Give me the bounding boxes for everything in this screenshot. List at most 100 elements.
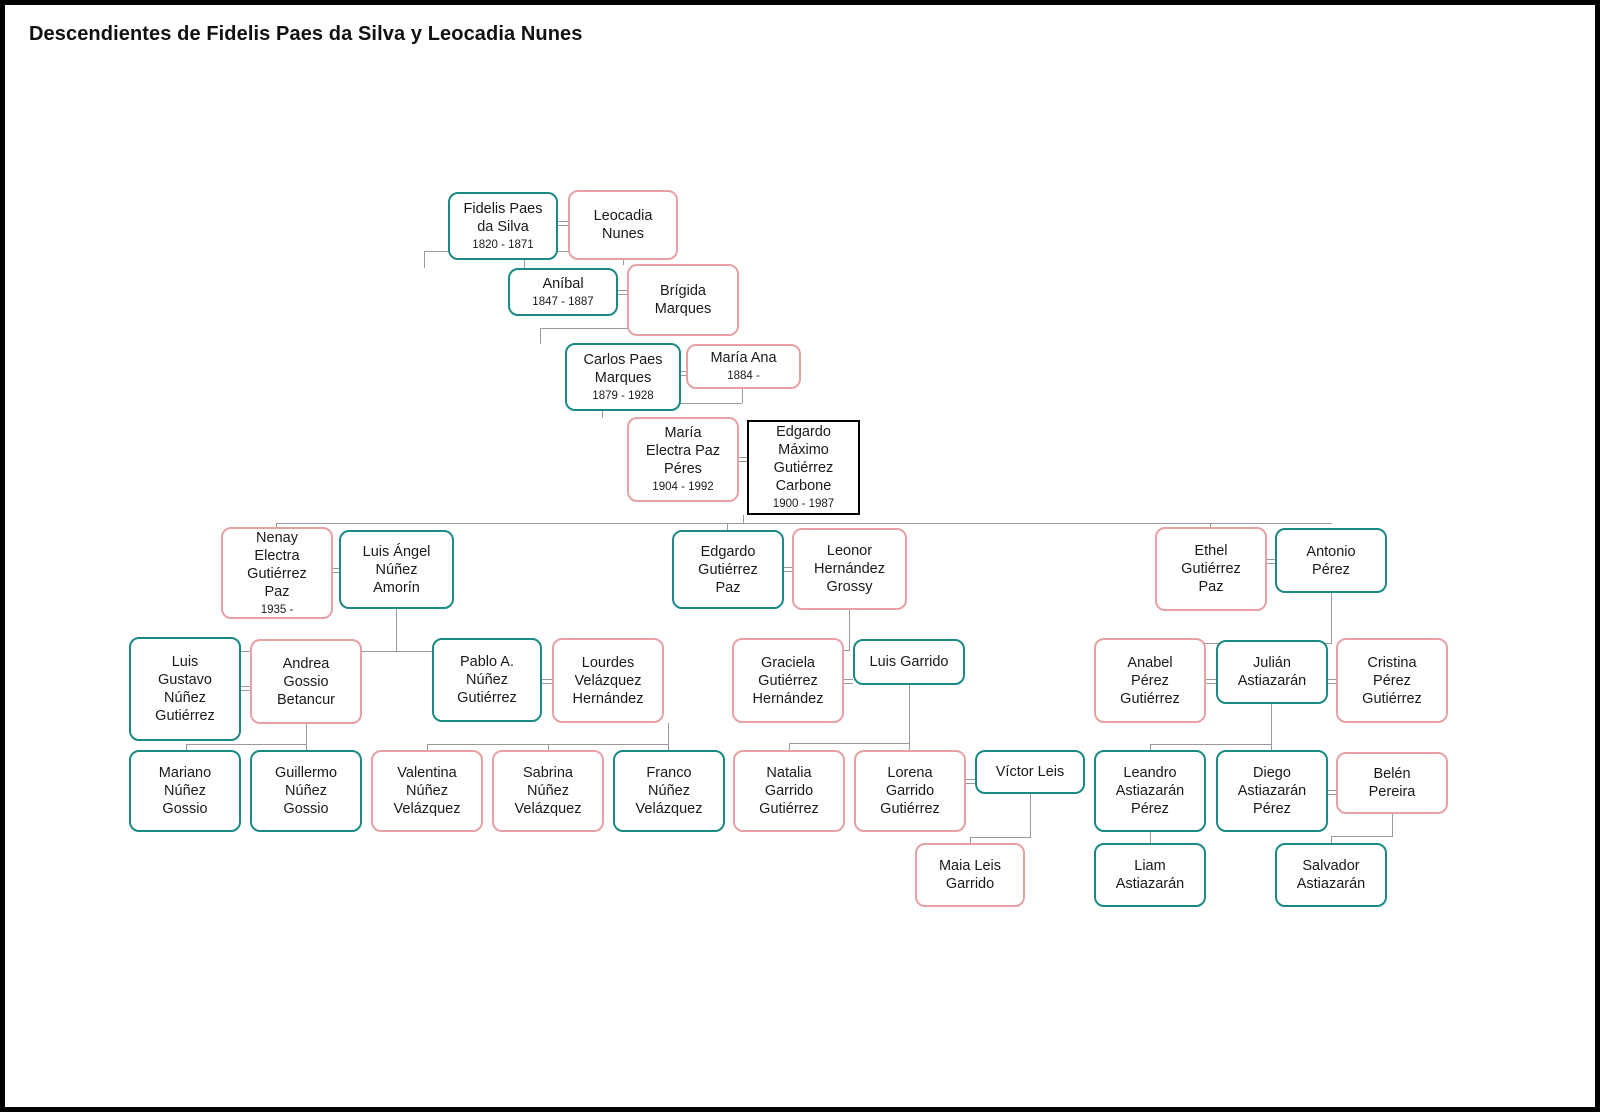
connector-line xyxy=(1150,744,1272,745)
person-dates: 1879 - 1928 xyxy=(592,389,654,402)
person-node-luisangel[interactable]: Luis Ángel Núñez Amorín xyxy=(339,530,454,609)
person-name: Lorena Garrido Gutiérrez xyxy=(880,765,940,817)
person-node-mariano[interactable]: Mariano Núñez Gossio xyxy=(129,750,241,832)
person-name: Guillermo Núñez Gossio xyxy=(274,765,338,817)
spouse-link xyxy=(784,567,792,572)
connector-line xyxy=(1331,593,1332,643)
person-name: Franco Núñez Velázquez xyxy=(635,765,703,817)
connector-line xyxy=(1150,832,1151,844)
person-dates: 1935 - xyxy=(260,603,294,616)
person-node-lorena[interactable]: Lorena Garrido Gutiérrez xyxy=(854,750,966,832)
person-name: Aníbal xyxy=(542,275,584,292)
person-dates: 1904 - 1992 xyxy=(652,481,714,493)
spouse-link xyxy=(966,779,975,784)
person-node-guillermo[interactable]: Guillermo Núñez Gossio xyxy=(250,750,362,832)
connector-line xyxy=(1392,814,1393,836)
person-node-luisgar[interactable]: Luis Garrido xyxy=(853,639,965,685)
connector-line xyxy=(970,837,971,845)
connector-line xyxy=(276,523,277,528)
connector-line xyxy=(540,328,541,344)
person-name: Pablo A. Núñez Gutiérrez xyxy=(457,654,517,706)
connector-line xyxy=(427,744,428,754)
connector-line xyxy=(970,837,1031,838)
connector-line xyxy=(789,743,910,744)
person-node-anabel[interactable]: Anabel Pérez Gutiérrez xyxy=(1094,638,1206,723)
person-node-graciela[interactable]: Graciela Gutiérrez Hernández xyxy=(732,638,844,723)
person-name: Andrea Gossio Betancur xyxy=(276,655,336,708)
person-node-antonio[interactable]: Antonio Pérez xyxy=(1275,528,1387,593)
connector-line xyxy=(186,744,187,754)
person-node-leocadia[interactable]: Leocadia Nunes xyxy=(568,190,678,260)
person-name: Leocadia Nunes xyxy=(593,208,653,242)
person-node-brigida[interactable]: Brígida Marques xyxy=(627,264,739,336)
person-name: Belén Pereira xyxy=(1368,766,1416,800)
person-name: Cristina Pérez Gutiérrez xyxy=(1362,654,1422,707)
connector-line xyxy=(186,744,306,745)
person-name: Fidelis Paes da Silva xyxy=(463,200,543,235)
person-node-liam[interactable]: Liam Astiazarán xyxy=(1094,843,1206,907)
person-name: Víctor Leis xyxy=(995,764,1065,780)
person-node-diego[interactable]: Diego Astiazarán Pérez xyxy=(1216,750,1328,832)
connector-line xyxy=(1331,836,1332,844)
person-node-belen[interactable]: Belén Pereira xyxy=(1336,752,1448,814)
person-name: Maia Leis Garrido xyxy=(938,858,1002,892)
connector-line xyxy=(524,260,525,269)
person-node-franco[interactable]: Franco Núñez Velázquez xyxy=(613,750,725,832)
person-node-ethel[interactable]: Ethel Gutiérrez Paz xyxy=(1155,527,1267,611)
person-name: Valentina Núñez Velázquez xyxy=(393,765,461,817)
connector-line xyxy=(1271,704,1272,744)
person-node-victor[interactable]: Víctor Leis xyxy=(975,750,1085,794)
person-name: Lourdes Velázquez Hernández xyxy=(572,654,644,707)
person-node-leonor[interactable]: Leonor Hernández Grossy xyxy=(792,528,907,610)
person-node-pabloa[interactable]: Pablo A. Núñez Gutiérrez xyxy=(432,638,542,722)
connector-line xyxy=(1030,794,1031,837)
connector-line xyxy=(909,743,910,754)
spouse-link xyxy=(1267,559,1275,564)
person-node-valentina[interactable]: Valentina Núñez Velázquez xyxy=(371,750,483,832)
person-node-andrea[interactable]: Andrea Gossio Betancur xyxy=(250,639,362,724)
connector-line xyxy=(276,523,1332,524)
person-dates: 1847 - 1887 xyxy=(532,295,594,308)
connector-line xyxy=(424,251,425,268)
spouse-link xyxy=(1206,679,1216,684)
connector-line xyxy=(396,609,397,651)
person-name: Leandro Astiazarán Pérez xyxy=(1115,765,1185,817)
person-node-mariaep[interactable]: María Electra Paz Péres 1904 - 1992 xyxy=(627,417,739,502)
person-node-julian[interactable]: Julián Astiazarán xyxy=(1216,640,1328,704)
person-name: Julián Astiazarán xyxy=(1237,655,1307,689)
spouse-link xyxy=(1328,679,1336,684)
person-node-leandro[interactable]: Leandro Astiazarán Pérez xyxy=(1094,750,1206,832)
connector-line xyxy=(742,389,743,403)
person-node-anibal[interactable]: Aníbal 1847 - 1887 xyxy=(508,268,618,316)
person-node-luisgn[interactable]: Luis Gustavo Núñez Gutiérrez xyxy=(129,637,241,741)
person-name: Leonor Hernández Grossy xyxy=(814,543,885,595)
spouse-link xyxy=(681,371,686,376)
person-node-maia[interactable]: Maia Leis Garrido xyxy=(915,843,1025,907)
person-node-lourdes[interactable]: Lourdes Velázquez Hernández xyxy=(552,638,664,723)
person-node-salvador[interactable]: Salvador Astiazarán xyxy=(1275,843,1387,907)
connector-line xyxy=(789,743,790,754)
connector-line xyxy=(849,610,850,650)
person-name: Luis Garrido xyxy=(869,654,949,670)
person-node-carlos[interactable]: Carlos Paes Marques 1879 - 1928 xyxy=(565,343,681,411)
person-node-cristina[interactable]: Cristina Pérez Gutiérrez xyxy=(1336,638,1448,723)
person-node-edgardogp[interactable]: Edgardo Gutiérrez Paz xyxy=(672,530,784,609)
person-name: Natalia Garrido Gutiérrez xyxy=(759,765,819,817)
person-node-sabrina[interactable]: Sabrina Núñez Velázquez xyxy=(492,750,604,832)
spouse-link xyxy=(542,679,552,684)
person-node-natalia[interactable]: Natalia Garrido Gutiérrez xyxy=(733,750,845,832)
person-name: María Electra Paz Péres xyxy=(645,425,721,477)
person-name: Brígida Marques xyxy=(654,283,712,317)
person-name: Luis Gustavo Núñez Gutiérrez xyxy=(155,654,215,724)
connector-line xyxy=(306,724,307,744)
spouse-link xyxy=(333,568,339,573)
person-name: Carlos Paes Marques xyxy=(583,351,663,386)
person-name: Antonio Pérez xyxy=(1306,543,1356,578)
page-title: Descendientes de Fidelis Paes da Silva y… xyxy=(29,23,583,45)
